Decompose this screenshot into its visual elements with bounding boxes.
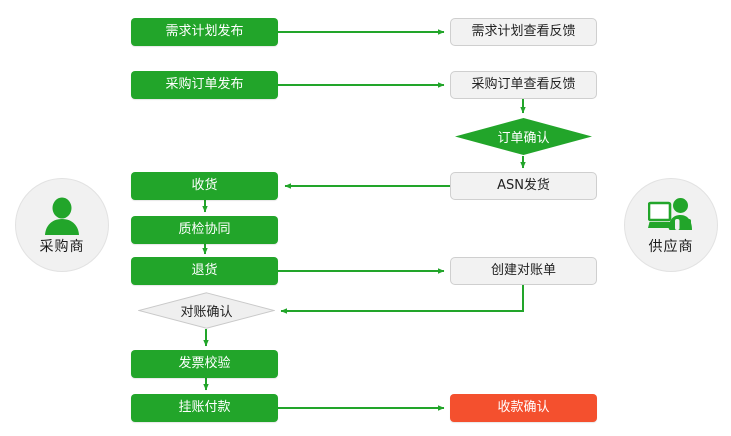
- node-label: 收款确认: [497, 399, 550, 415]
- node-label: 订单确认: [497, 131, 550, 146]
- edge-create-statement-to-statement-confirm: [280, 285, 524, 314]
- node-invoice-check[interactable]: 发票校验: [131, 350, 278, 378]
- person-icon: [38, 195, 86, 235]
- node-receipt-confirm[interactable]: 收款确认: [450, 394, 597, 422]
- node-statement-confirm[interactable]: 对账确认: [138, 292, 275, 329]
- node-label: 收货: [191, 177, 218, 193]
- node-label: 对账确认: [180, 305, 233, 320]
- person-at-computer-icon: [647, 195, 695, 235]
- actor-buyer[interactable]: 采购商: [15, 178, 109, 272]
- node-po-publish[interactable]: 采购订单发布: [131, 71, 278, 99]
- actor-supplier[interactable]: 供应商: [624, 178, 718, 272]
- node-label: 退货: [191, 262, 218, 278]
- node-demand-plan-publish[interactable]: 需求计划发布: [131, 18, 278, 46]
- node-demand-plan-feedback[interactable]: 需求计划查看反馈: [450, 18, 597, 46]
- node-label: 需求计划发布: [165, 23, 244, 39]
- node-label: 挂账付款: [178, 399, 231, 415]
- node-po-feedback[interactable]: 采购订单查看反馈: [450, 71, 597, 99]
- actor-supplier-label: 供应商: [648, 238, 694, 255]
- node-create-statement[interactable]: 创建对账单: [450, 257, 597, 285]
- node-label: 发票校验: [178, 355, 231, 371]
- node-return-goods[interactable]: 退货: [131, 257, 278, 285]
- node-label: 采购订单查看反馈: [471, 76, 576, 92]
- node-qc-collab[interactable]: 质检协同: [131, 216, 278, 244]
- actor-buyer-label: 采购商: [39, 238, 85, 255]
- node-label: 需求计划查看反馈: [471, 23, 576, 39]
- node-label: ASN发货: [497, 177, 550, 193]
- node-label: 采购订单发布: [165, 76, 244, 92]
- node-label: 创建对账单: [490, 262, 556, 278]
- node-receive[interactable]: 收货: [131, 172, 278, 200]
- node-label: 质检协同: [178, 221, 231, 237]
- node-payment-posting[interactable]: 挂账付款: [131, 394, 278, 422]
- node-order-confirm[interactable]: 订单确认: [455, 118, 592, 155]
- node-asn-ship[interactable]: ASN发货: [450, 172, 597, 200]
